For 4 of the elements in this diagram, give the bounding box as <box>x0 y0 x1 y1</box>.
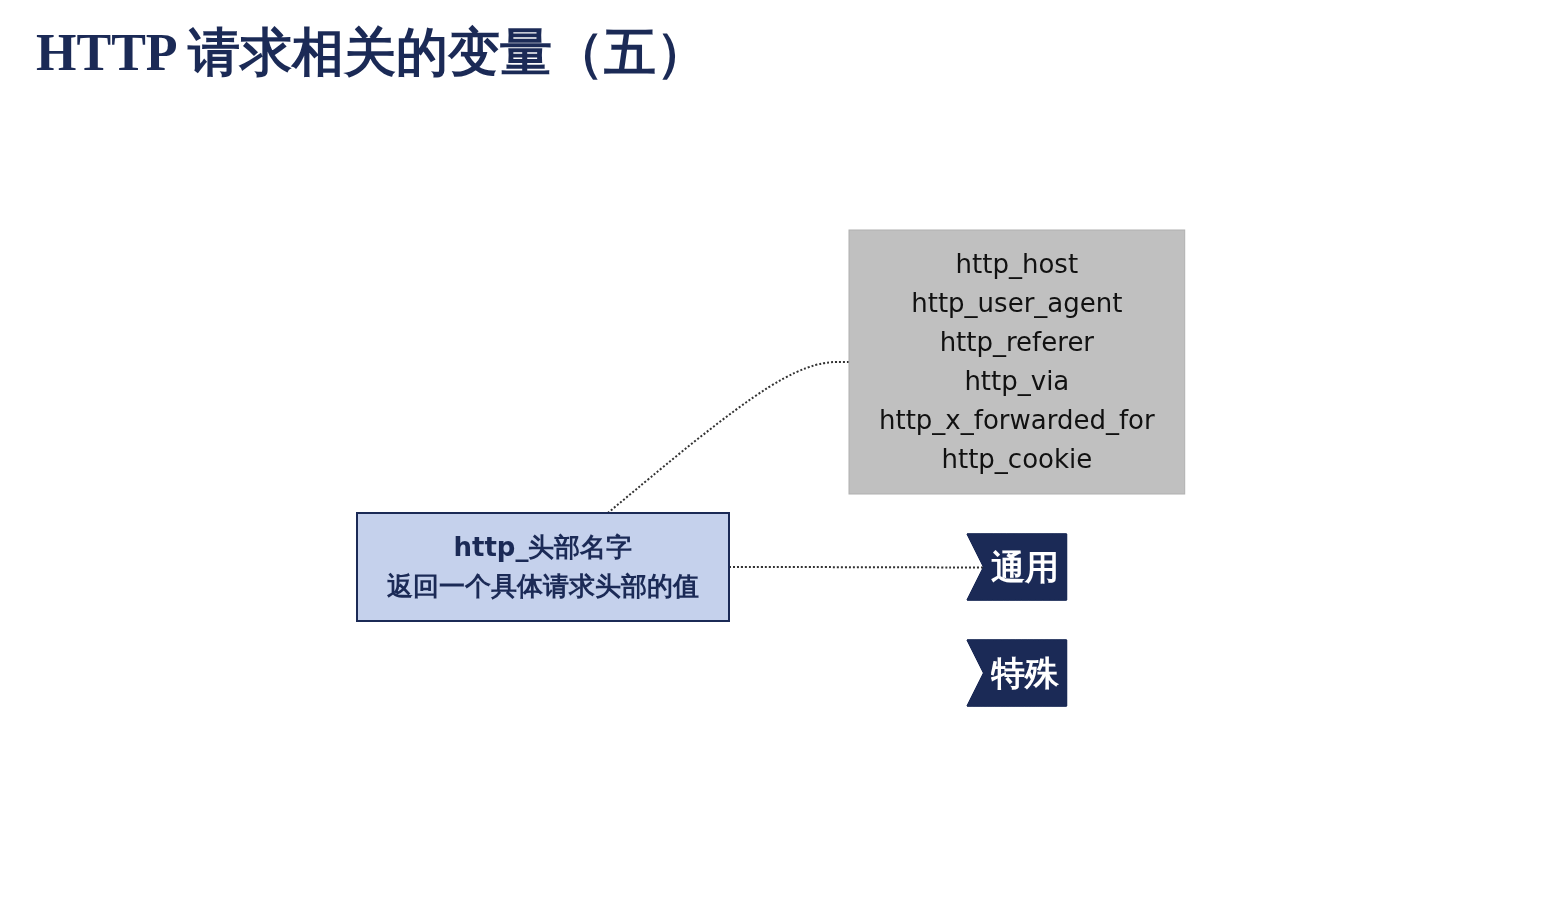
slide-title: HTTP 请求相关的变量（五） <box>36 23 709 83</box>
node-box: http_host http_user_agent http_referer http_via http_x_forwarded_for http_cookie <box>848 229 1185 495</box>
connector <box>606 361 850 514</box>
node-box: http_头部名字 返回一个具体请求头部的值 <box>355 512 730 622</box>
